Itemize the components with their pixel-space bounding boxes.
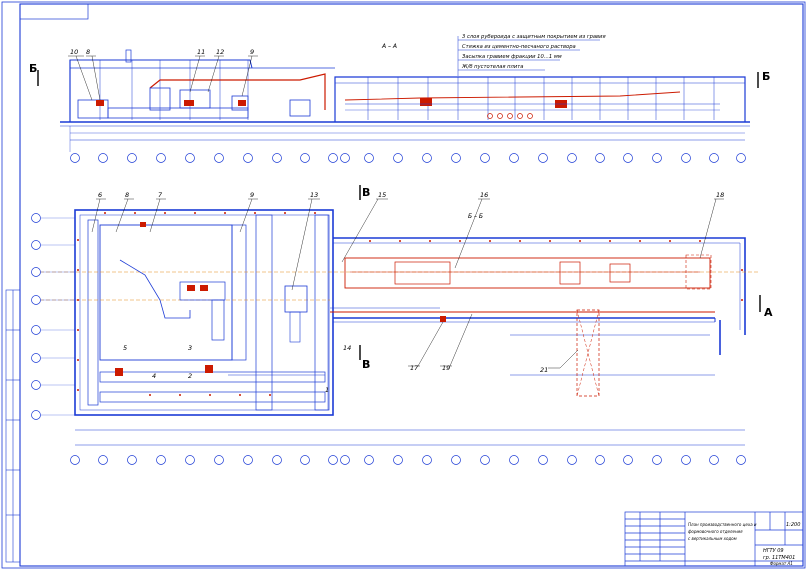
title-line-1: План производственного цеха и: [688, 522, 757, 527]
left-axis-row: [31, 213, 75, 420]
notes-block: 3 слоя рубероида с защитным покрытием из…: [457, 34, 606, 76]
callout-18: 18: [716, 191, 724, 199]
top-left-stamp: [19, 3, 89, 20]
section-mark-a-right: А: [764, 306, 773, 319]
callout-2: 2: [188, 372, 192, 380]
inner-frame: [19, 3, 804, 567]
callout-3: 3: [188, 344, 192, 352]
bottom-axis-row: [70, 455, 746, 465]
group-code: гр. 11ТМ401: [763, 555, 795, 561]
note-2: Стяжка из цементно-песчаного раствора: [462, 44, 576, 50]
callout-12: 12: [216, 48, 224, 56]
section-mark-v-top: В: [362, 186, 370, 199]
callout-9: 9: [250, 48, 254, 56]
callout-5: 5: [123, 344, 127, 352]
section-mark-v-bottom: В: [362, 358, 370, 371]
callout-1: 1: [325, 386, 329, 394]
section-aa: [60, 49, 750, 141]
callout-14: 14: [343, 344, 351, 352]
callout-19: 19: [442, 364, 450, 372]
callout-15: 15: [378, 191, 386, 199]
callout-9-plan: 9: [250, 191, 254, 199]
callout-8: 8: [86, 48, 90, 56]
callout-8-plan: 8: [125, 191, 129, 199]
note-3: Засыпка гравием фракции 10…1 мм: [462, 54, 562, 60]
section-bb-title: Б – Б: [468, 213, 483, 220]
note-1: 3 слоя рубероида с защитным покрытием из…: [462, 34, 606, 40]
note-4: Ж/б пустотелая плита: [461, 64, 523, 70]
section-mark-b-left: Б: [29, 62, 37, 75]
top-callouts: 10 8 11 12 9: [68, 48, 258, 101]
callout-4: 4: [152, 372, 156, 380]
section-aa-title: А – А: [381, 43, 397, 50]
callout-17: 17: [410, 364, 419, 372]
section-mark-b-right: Б: [762, 70, 770, 83]
sheet-format: Формат А1: [770, 561, 793, 566]
callout-10: 10: [70, 48, 78, 56]
callout-11: 11: [197, 48, 205, 56]
title-line-3: с вертикальным ходом: [688, 536, 737, 541]
plan-view: [40, 185, 761, 446]
callout-7: 7: [158, 191, 163, 199]
callout-13: 13: [310, 191, 318, 199]
top-axis-row: [69, 126, 746, 163]
callout-6: 6: [98, 191, 102, 199]
title-line-2: формовочного отделения: [688, 529, 743, 534]
title-block: [624, 511, 804, 567]
left-margin-strip: [5, 289, 21, 563]
drawing-code: НГТУ 09: [763, 548, 784, 554]
plan-callouts: 6 8 7 9 13 15 16 18 14 5 2 3 1 4 17 19 2…: [91, 191, 724, 394]
callout-21: 21: [540, 366, 548, 374]
scale-value: 1:200: [786, 522, 800, 528]
callout-16: 16: [480, 191, 488, 199]
